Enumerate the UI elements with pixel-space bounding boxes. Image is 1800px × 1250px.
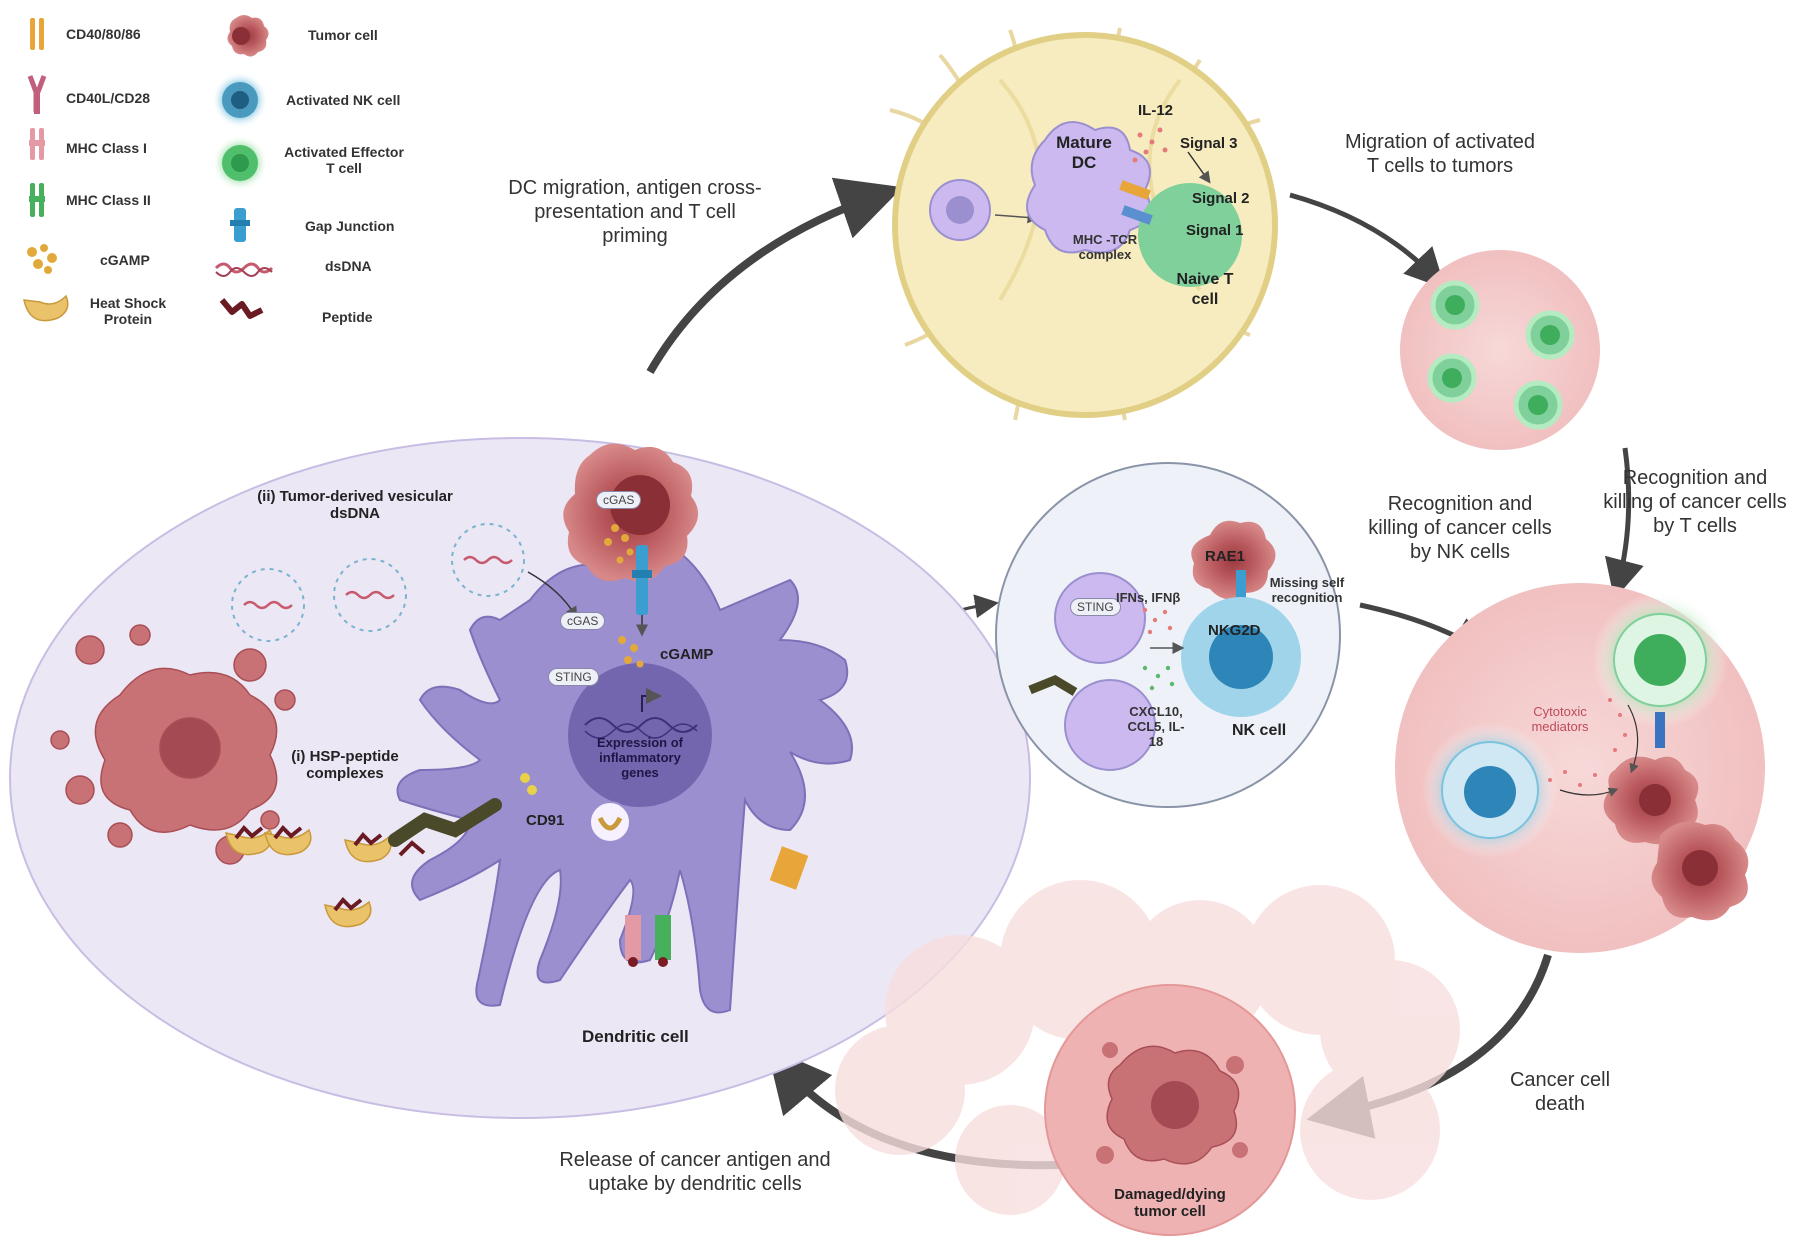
caption-nk-killing: Recognition and killing of cancer cells … — [1368, 493, 1552, 563]
killing-panel — [1395, 583, 1765, 953]
tumor-cell-top — [563, 443, 699, 582]
caption-release: Release of cancer antigen and uptake by … — [559, 1149, 831, 1195]
label-nk-cell: NK cell — [1232, 722, 1287, 739]
legend-label-tumor-cell: Tumor cell — [308, 27, 378, 43]
legend-label-dsdna: dsDNA — [325, 258, 372, 274]
label-sting-nk: STING — [1070, 598, 1121, 616]
caption-t-killing: Recognition and killing of cancer cells … — [1603, 467, 1787, 537]
legend-label-activated-nk-cell: Activated NK cell — [286, 92, 401, 108]
label-signal1: Signal 1 — [1186, 222, 1244, 239]
label-dendritic-cell: Dendritic cell — [582, 1027, 689, 1046]
arrow-t-cells-to-killing — [1604, 447, 1644, 600]
hsp-peptide-complex-2 — [264, 825, 312, 856]
hsp-peptide-complex-1 — [225, 825, 273, 856]
label-cgas-top: cGAS — [596, 491, 642, 509]
legend-label-peptide: Peptide — [322, 309, 373, 325]
activated-nk-cell-icon — [212, 72, 268, 128]
label-signal2: Signal 2 — [1192, 190, 1250, 207]
legend-label-heat-shock-protein: Heat Shock Protein — [89, 295, 167, 327]
naive-t-cell — [1119, 180, 1242, 287]
label-il12: IL-12 — [1138, 102, 1174, 119]
label-missing-self: Missing self recognition — [1269, 575, 1345, 605]
legend-label-mhc-class-ii: MHC Class II — [66, 192, 151, 208]
peptide-icon — [219, 298, 264, 319]
legend-label-mhc-class-i: MHC Class I — [66, 140, 147, 156]
activated-t-cells-panel — [1400, 250, 1600, 450]
legend-label-cd40-80-86: CD40/80/86 — [66, 26, 141, 42]
mature-dc-lymph — [1026, 121, 1151, 254]
caption-cancer-death: Cancer cell death — [1509, 1069, 1611, 1115]
cd40-80-86-icon — [30, 18, 44, 50]
label-mature-dc: Mature DC — [1056, 133, 1112, 172]
legend-label-cd40l-cd28: CD40L/CD28 — [66, 90, 151, 106]
label-nkg2d: NKG2D — [1208, 622, 1261, 639]
dsdna-icon — [214, 262, 274, 277]
cgamp-icon — [27, 244, 57, 274]
hsp-peptide-complex-3 — [344, 832, 392, 863]
label-sting-dc: STING — [548, 668, 599, 686]
cd91-receptor — [388, 773, 537, 857]
fragmented-tumor-cell — [50, 624, 296, 865]
label-cgamp-dc: cGAMP — [660, 646, 714, 663]
caption-t-migration: Migration of activated T cells to tumors — [1344, 131, 1536, 177]
label-expression: Expression of inflammatory genes — [597, 735, 683, 780]
hsp-peptide-complex-4 — [324, 897, 372, 928]
label-cd91: CD91 — [526, 812, 565, 829]
immature-dc-lymph — [929, 179, 1040, 241]
label-ifns: IFNs, IFNβ — [1116, 590, 1181, 605]
gap-junction-icon — [230, 208, 250, 242]
label-dying-tumor: Damaged/dying tumor cell — [1114, 1186, 1226, 1220]
vesicle-1 — [231, 568, 305, 642]
heat-shock-protein-icon — [23, 294, 69, 322]
legend-label-cgamp: cGAMP — [100, 252, 150, 268]
nk-panel — [995, 462, 1341, 808]
tumor-cell-icon — [227, 15, 269, 57]
arrow-dc-to-lymph-node — [646, 177, 903, 374]
endosome — [589, 801, 631, 843]
caption-dc-migration: DC migration, antigen cross-presentation… — [508, 177, 762, 247]
cd40l-cd28-icon — [27, 75, 47, 114]
label-cytokines: CXCL10, CCL5, IL-18 — [1127, 704, 1185, 749]
dying-tumor-panel — [1044, 984, 1296, 1236]
legend-label-gap-junction: Gap Junction — [305, 218, 395, 234]
label-mhc-tcr: MHC -TCR complex — [1072, 232, 1138, 262]
label-cytotoxic: Cytotoxic mediators — [1531, 704, 1589, 734]
gap-junction-dc-tumor — [632, 545, 652, 637]
mhc-class-i-icon — [29, 128, 45, 160]
vesicle-3 — [451, 523, 578, 619]
label-signal3: Signal 3 — [1180, 135, 1238, 152]
label-vesicular-dsdna: (ii) Tumor-derived vesicular dsDNA — [257, 488, 453, 522]
legend-label-activated-effector-t-cell: Activated Effector T cell — [284, 144, 404, 176]
mhc-surface-markers — [625, 846, 809, 967]
vesicle-2 — [333, 558, 407, 632]
mhc-class-ii-icon — [29, 183, 45, 217]
activated-effector-t-cell-icon — [212, 135, 268, 191]
label-naive-t-cell: Naive T cell — [1176, 271, 1234, 308]
arrow-lymph-node-to-t-cells — [1289, 192, 1446, 289]
il12-dots — [1132, 127, 1211, 184]
dendritic-cell-shape — [396, 514, 853, 1014]
label-rae1: RAE1 — [1205, 548, 1246, 565]
label-cgas-mid: cGAS — [560, 612, 606, 630]
cgamp-dots — [604, 524, 644, 668]
label-hsp-peptide: (i) HSP-peptide complexes — [291, 748, 399, 782]
